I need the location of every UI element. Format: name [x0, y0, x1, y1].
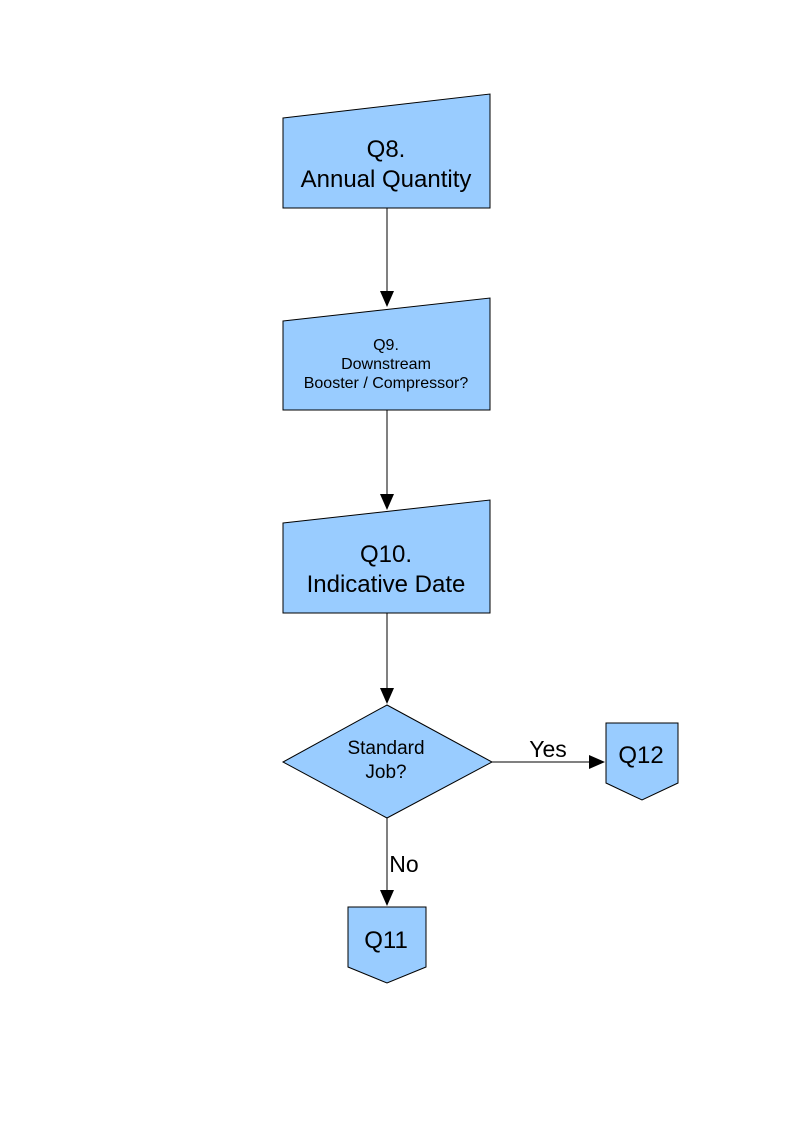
node-q12-label: Q12 — [618, 742, 663, 769]
edge-yes-label: Yes — [529, 736, 567, 762]
node-q8-label-line1: Q8. — [367, 136, 406, 163]
node-q10-label-line1: Q10. — [360, 541, 412, 568]
node-q8-label-line2: Annual Quantity — [301, 166, 472, 193]
node-q9-label-line2: Downstream — [341, 356, 431, 373]
node-standard-job-label-line1: Standard — [347, 738, 424, 759]
node-standard-job-shape — [281, 704, 494, 819]
node-q8-shape — [282, 93, 491, 209]
node-q12-shape — [605, 722, 679, 801]
node-q10-label-line2: Indicative Date — [307, 571, 466, 598]
node-q9-shape — [282, 297, 491, 411]
node-q9-label-line3: Booster / Compressor? — [304, 375, 469, 392]
edge-no-label: No — [389, 851, 418, 877]
node-q11-label: Q11 — [364, 927, 408, 954]
node-q10-shape — [282, 499, 491, 614]
node-q11-shape — [347, 906, 427, 984]
node-q9-label-line1: Q9. — [373, 337, 399, 354]
node-standard-job-label-line2: Job? — [365, 762, 406, 783]
